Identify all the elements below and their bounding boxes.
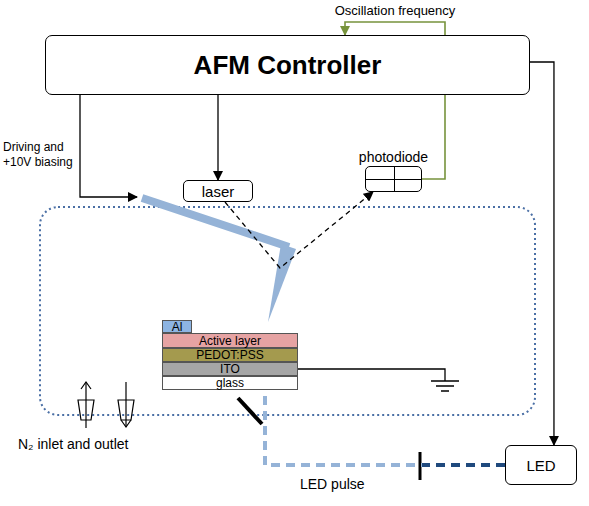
led-box: LED bbox=[505, 445, 577, 485]
photodiode-box: photodiode bbox=[365, 166, 422, 192]
controller-box: AFM Controller bbox=[45, 35, 530, 95]
node-label: glass bbox=[216, 377, 244, 389]
connector bbox=[265, 390, 505, 465]
beam-label: LED pulse bbox=[300, 476, 365, 494]
connector-segment bbox=[422, 463, 505, 467]
ito-layer: ITO bbox=[162, 362, 298, 376]
quadrant-divider bbox=[366, 179, 421, 180]
node-label: PEDOT:PSS bbox=[196, 349, 263, 361]
node-label: LED bbox=[526, 458, 555, 473]
node-label: AFM Controller bbox=[194, 52, 382, 78]
connector bbox=[218, 95, 219, 180]
node-label: Al bbox=[172, 321, 183, 333]
mirror bbox=[238, 398, 262, 424]
glass-layer: glass bbox=[162, 376, 298, 390]
chamber-outline bbox=[40, 207, 535, 415]
cantilever-beam bbox=[142, 198, 289, 247]
node-label: laser bbox=[202, 184, 235, 199]
connector bbox=[225, 192, 373, 268]
laser-box: laser bbox=[183, 180, 253, 202]
pedot-layer: PEDOT:PSS bbox=[162, 348, 298, 362]
edge-label: Oscillation frequency bbox=[333, 3, 458, 18]
node-label: Active layer bbox=[199, 335, 261, 347]
ground-wire bbox=[298, 369, 445, 381]
node-label: photodiode bbox=[359, 150, 428, 164]
gas-label: N₂ inlet and outlet bbox=[18, 436, 129, 454]
node-label: ITO bbox=[220, 363, 240, 375]
active-layer: Active layer bbox=[162, 333, 298, 348]
connector bbox=[530, 62, 554, 445]
cantilever-tip bbox=[268, 244, 296, 322]
ground-symbol bbox=[431, 381, 459, 391]
electrode-layer: Al bbox=[162, 320, 192, 333]
driving-wire bbox=[80, 95, 137, 197]
signal-label: Driving and +10V biasing bbox=[3, 140, 78, 170]
gas-ports bbox=[78, 382, 134, 428]
